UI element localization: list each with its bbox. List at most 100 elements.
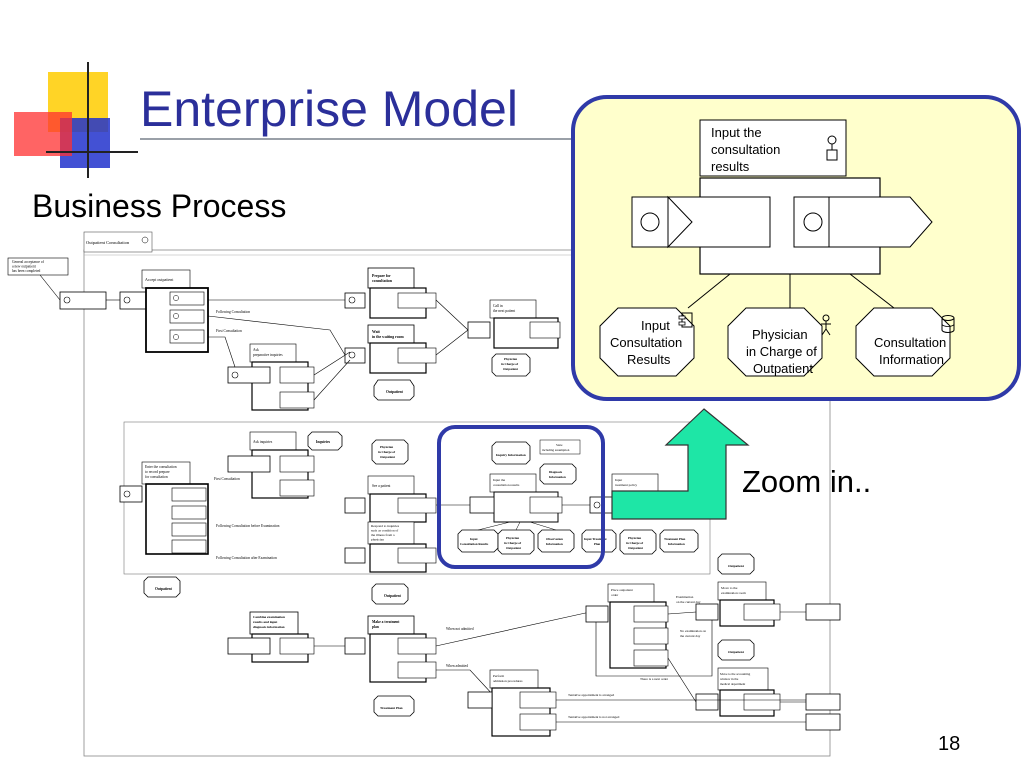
box-wait-l2: in the waiting room — [372, 335, 405, 339]
box-perform-l1: Perform — [493, 674, 504, 678]
outpatient-consultation-frame — [83, 249, 831, 757]
box-call-l2: the next patient — [493, 309, 515, 313]
zoom-node1-l2: Consultation — [610, 335, 682, 350]
box-perform-l2: admission procedures — [493, 679, 523, 683]
oct-it-l1: Input Treatment — [584, 537, 608, 541]
lbl-before: Following Consultation before Examinatio… — [216, 524, 280, 528]
start-event-l3: has been completed — [12, 269, 41, 273]
oct-outpatient4: Outpatient — [728, 564, 745, 568]
box-place-l1: Place outpatient — [611, 588, 633, 592]
box-prepare-l1: Prepare for — [372, 274, 391, 278]
oct-obs-l1: Observation — [546, 537, 563, 541]
oct-outpatient: Outpatient — [386, 390, 404, 394]
zoom-function-l3: results — [711, 159, 750, 174]
oct-diag-l2: Information — [549, 475, 566, 479]
box-input-small-l2: consultation results — [493, 483, 520, 487]
oct-p3-l3: Outpatient — [506, 546, 522, 550]
zoom-function-l1: Input the — [711, 125, 762, 140]
box-ask-l2: preparative inquiries — [253, 353, 283, 357]
lbl-tent-arr: Tentative appointment is arranged — [568, 693, 614, 697]
component-icon — [678, 312, 693, 328]
oct-outpatient3: Outpatient — [384, 594, 402, 598]
oct-inquiry-info: Inquiry Information — [496, 453, 526, 457]
oct-outpatient5: Outpatient — [728, 650, 745, 654]
box-call-l1: Call in — [493, 304, 503, 308]
outer-label: Outpatient Consultation — [86, 240, 130, 245]
box-treat-l1: Make a treatment — [372, 620, 400, 624]
box-ask2: Ask inquiries — [253, 440, 273, 444]
zoom-function-l2: consultation — [711, 142, 780, 157]
oct-tpi-l1: Treatment Plan — [664, 537, 685, 541]
note-state-l2: including assumption — [542, 448, 570, 452]
lbl-tent-not: Tentative appointment is not arranged — [568, 715, 620, 719]
function-icon — [826, 135, 838, 161]
oct-tpi-l2: Information — [668, 542, 685, 546]
lbl-after: Following Consultation after Examination — [216, 556, 277, 560]
oct-phys-top-l2: in Charge of — [501, 362, 519, 366]
zoom-source-highlight — [437, 425, 605, 569]
oct-obs-l2: Information — [546, 542, 563, 546]
lbl-first: First Consultation — [216, 329, 242, 333]
zoom-node1-l3: Results — [627, 352, 671, 367]
oct-it-l2: Plan — [594, 542, 600, 546]
oct-ir-l2: Consultation Results — [460, 542, 489, 546]
lbl-first2: First Consultation — [214, 477, 240, 481]
box-move-l1: Move to the — [721, 586, 738, 590]
start-event — [7, 257, 69, 276]
oct-phys2-l1: Physician — [380, 445, 393, 449]
page-number: 18 — [938, 733, 961, 755]
box-wait-l1: Wait — [372, 330, 381, 334]
box-combine-l1: Combine examination — [253, 615, 285, 619]
lbl-not-admitted: When not admitted — [446, 627, 474, 631]
box-move2-l3: medical department — [720, 682, 745, 686]
oct-inquiries: Inquiries — [316, 440, 331, 444]
box-prepare-l2: consultation — [372, 279, 393, 283]
lbl-exam-l1: Examination — [676, 595, 694, 599]
zoom-node1-l1: Input — [641, 318, 670, 333]
zoom-node2-l2: in Charge of — [746, 344, 817, 359]
lbl-admitted: When admitted — [446, 664, 468, 668]
start-event-l1: General acceptance of — [12, 260, 45, 264]
box-ask-l1: Ask — [253, 348, 259, 352]
box-respond-l2: such as condition of — [371, 529, 399, 533]
box-respond-l4: physician — [371, 538, 384, 542]
box-move2-l1: Move to the accounting — [720, 672, 751, 676]
zoom-node2-l1: Physician — [752, 327, 808, 342]
box-place-l2: order — [611, 593, 619, 597]
oct-p4-l2: in Charge of — [626, 541, 644, 545]
zoom-arrow — [611, 408, 750, 520]
person-icon — [821, 314, 831, 336]
oct-p3-l1: Physician — [506, 536, 519, 540]
zoom-in-label: Zoom in.. — [742, 464, 872, 499]
database-icon — [941, 315, 955, 333]
oct-phys-top-l1: Physician — [504, 357, 517, 361]
lbl-next: There is a next order — [640, 677, 669, 681]
oct-p3-l2: in Charge of — [504, 541, 522, 545]
box-respond-l1: Respond to inquiries — [371, 524, 400, 528]
oct-diag-l1: Diagnosis — [549, 470, 563, 474]
oct-outpatient2: Outpatient — [155, 587, 173, 591]
box-see: See a patient — [372, 484, 390, 488]
box-enter-l3: for consultation — [145, 475, 168, 479]
box-enter-l2: to record prepare — [145, 470, 170, 474]
box-treat-l2: plan — [372, 625, 379, 629]
note-state-l1: State — [556, 443, 563, 447]
box-policy-l2: treatment policy — [615, 483, 637, 487]
box-accept: Accept outpatient — [145, 277, 174, 282]
box-combine-l3: diagnosis information — [253, 625, 285, 629]
oct-phys2-l3: Outpatient — [380, 455, 396, 459]
lbl-exam-l2: on the current day — [676, 600, 701, 604]
start-event-l2: a new outpatient — [12, 265, 36, 269]
oct-phys2-l2: in Charge of — [378, 450, 396, 454]
corner-decoration — [14, 62, 138, 178]
zoom-node3-l1: Consultation — [874, 335, 946, 350]
zoom-node3-l2: Information — [879, 352, 944, 367]
box-move-l2: examination room — [721, 591, 746, 595]
oct-treat-plan: Treatment Plan — [380, 706, 403, 710]
oct-phys-top-l3: Outpatient — [503, 367, 519, 371]
zoom-panel-svg: Input the consultation results Input Con… — [571, 95, 1021, 401]
lbl-noexam-l1: No examination on — [680, 629, 706, 633]
lbl-noexam-l2: the current day — [680, 634, 701, 638]
box-combine-l2: results and input — [253, 620, 278, 624]
